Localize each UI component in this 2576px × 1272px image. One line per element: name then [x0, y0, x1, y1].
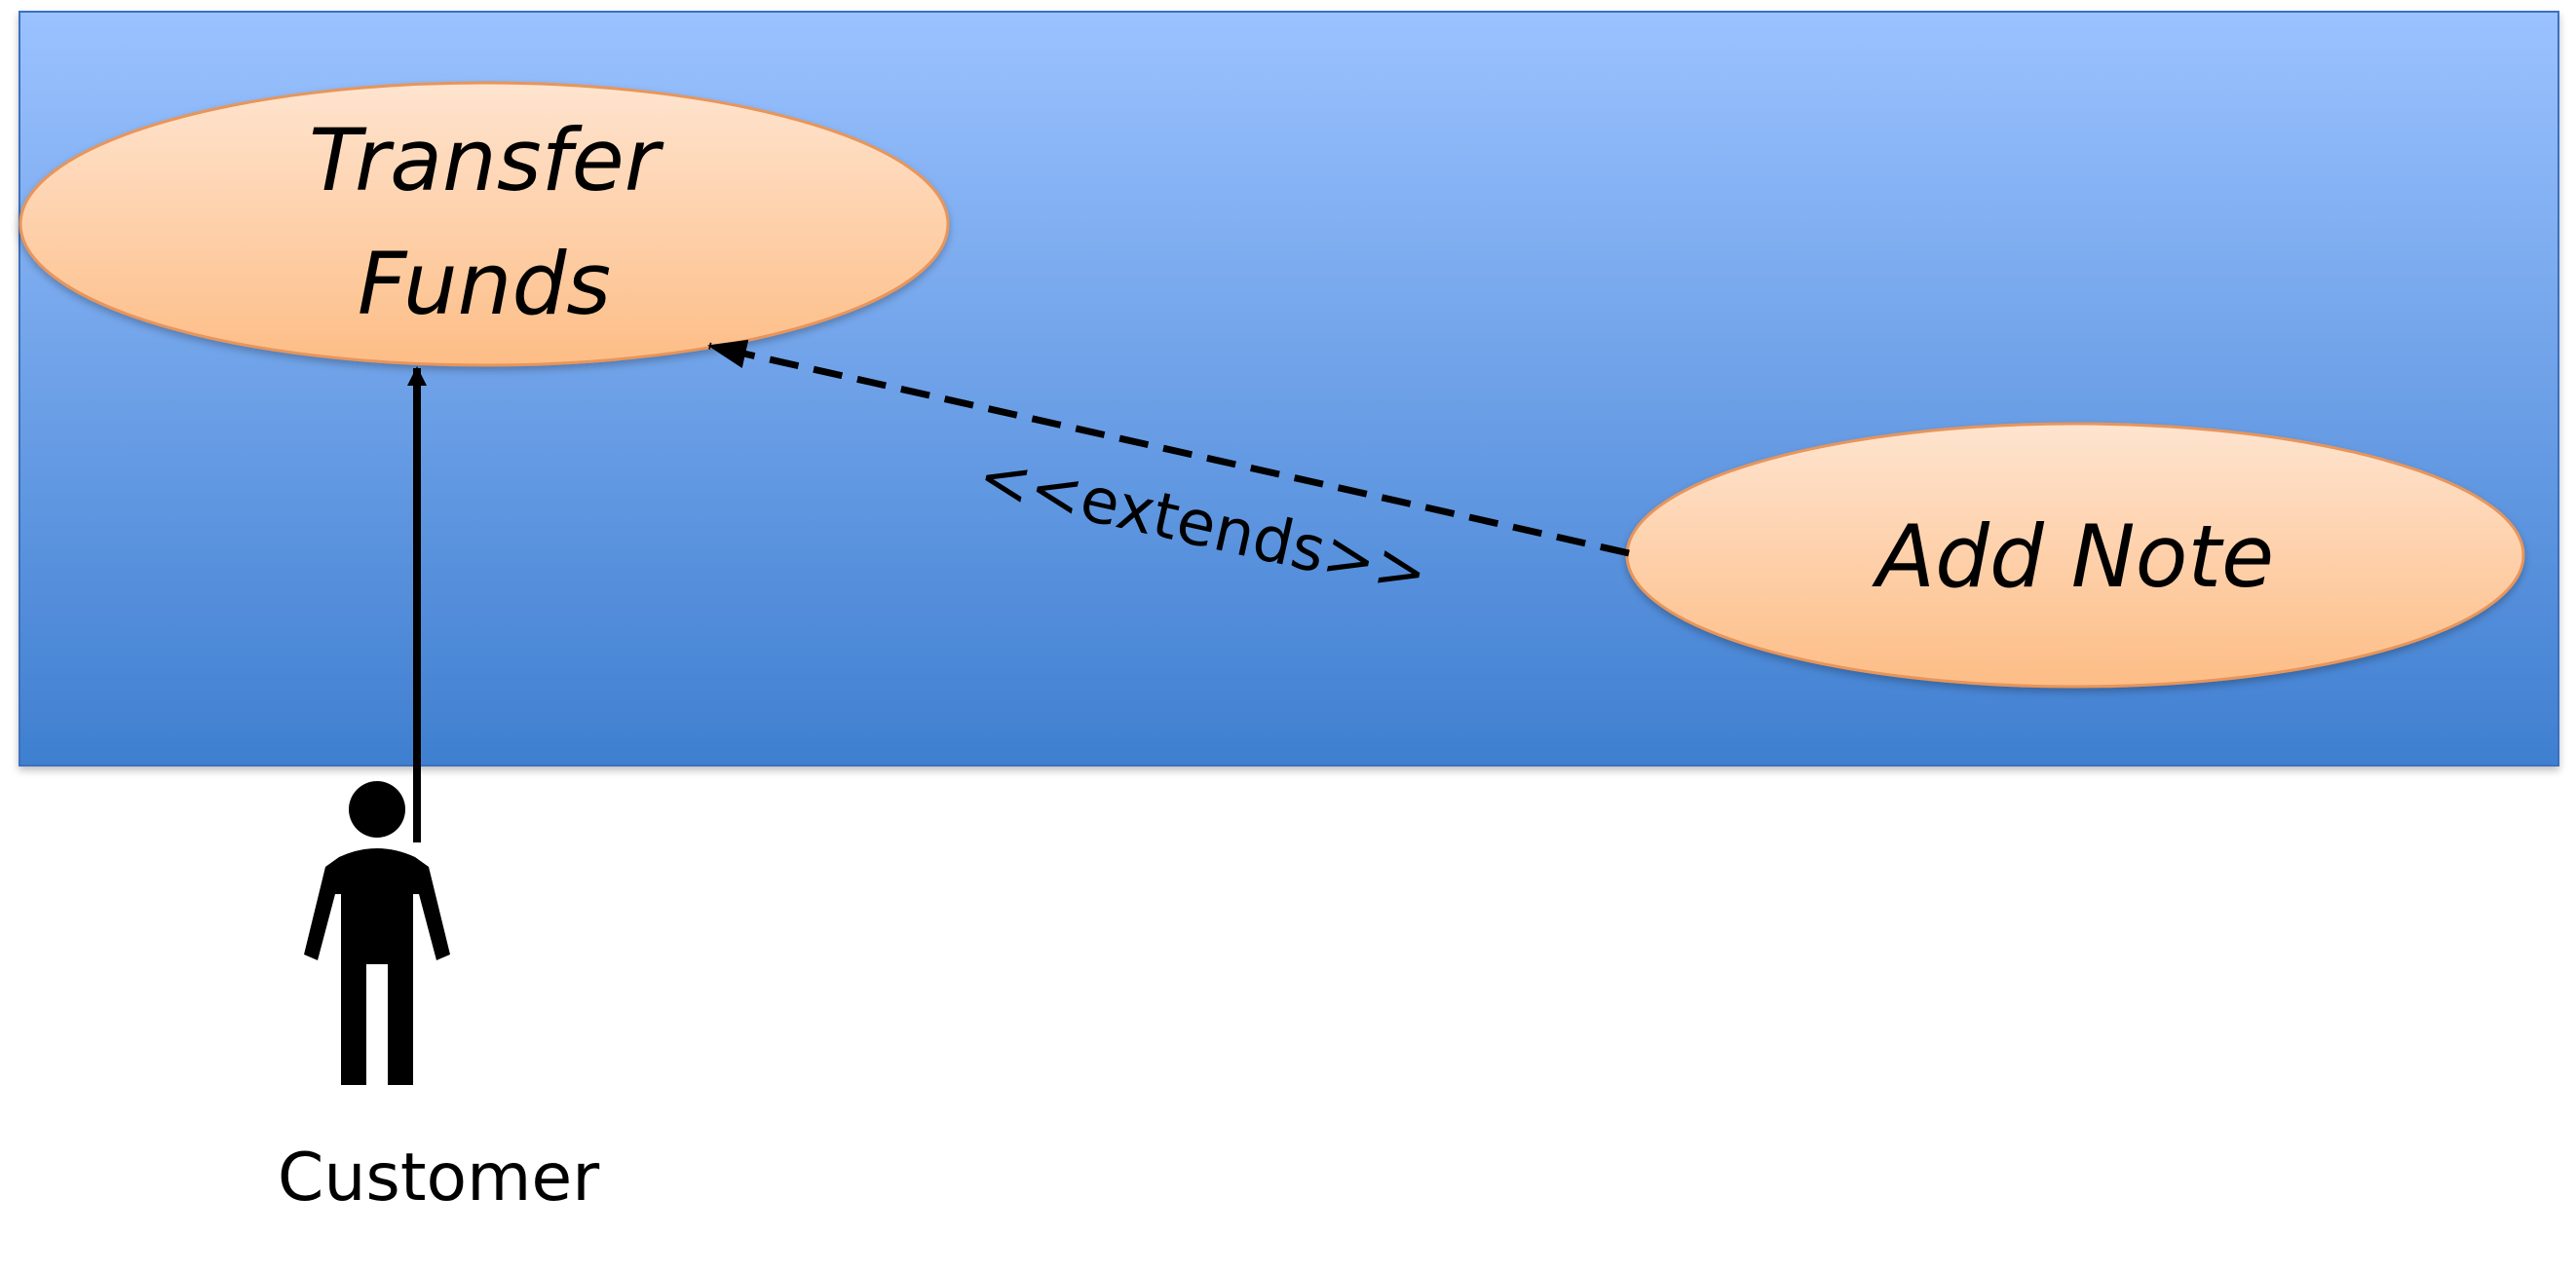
extends-relationship-arrow: [707, 339, 1630, 557]
use-case-transfer-funds-label-line2: Funds: [358, 234, 611, 334]
use-case-transfer-funds-ellipse: [19, 81, 950, 367]
use-case-add-note-label: Add Note: [1872, 506, 2274, 607]
use-case-transfer-funds[interactable]: Transfer Funds: [19, 81, 950, 367]
person-icon: [304, 781, 450, 1085]
actor-customer[interactable]: Customer: [278, 781, 599, 1216]
use-case-add-note[interactable]: Add Note: [1625, 422, 2525, 689]
actor-customer-label: Customer: [278, 1140, 599, 1216]
use-case-transfer-funds-label-line1: Transfer: [309, 110, 664, 210]
